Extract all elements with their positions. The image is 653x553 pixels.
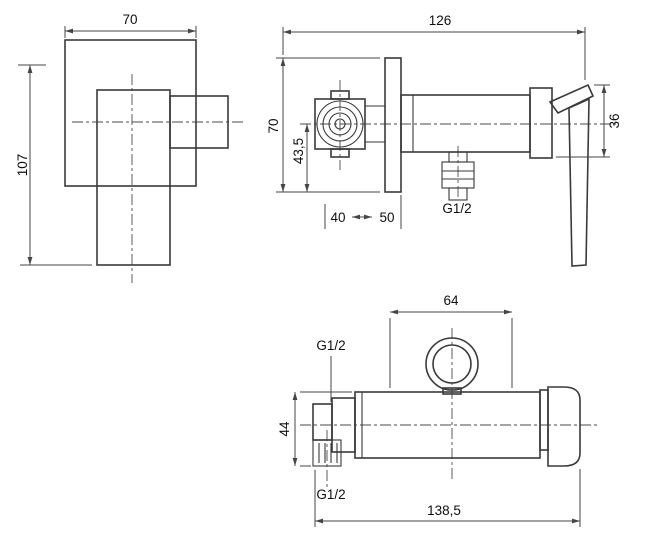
front-side-outlet (169, 95, 229, 149)
side-depth-max-label: 50 (379, 210, 394, 225)
front-mixer-body (96, 89, 171, 266)
side-outlet-thread-label: G1/2 (442, 201, 471, 216)
side-depth-min-label: 40 (330, 210, 345, 225)
side-handle-cap (529, 87, 553, 159)
top-view: 64 G1/2 44 G1/2 138,5 (277, 293, 600, 527)
side-valve-cartridge-circles (316, 100, 385, 148)
top-holder-span-dimension (389, 309, 513, 388)
side-outlet-fitting (441, 151, 475, 201)
side-wall-plate (384, 57, 402, 193)
front-height-dimension (18, 64, 92, 266)
side-view: 126 70 43,5 36 40 50 G1/2 (266, 13, 622, 267)
top-rear-inlet-thread-label: G1/2 (316, 338, 345, 353)
side-handle-height-dimension (556, 84, 610, 158)
side-valve-bracket (314, 90, 366, 158)
side-plate-height-dimension (276, 57, 380, 193)
side-center-height-label: 43,5 (291, 138, 306, 164)
top-inlet-height-dimension (292, 391, 352, 467)
front-height-label: 107 (15, 154, 30, 177)
side-plate-height-label: 70 (266, 118, 281, 133)
front-centerlines (72, 74, 243, 283)
top-holder-span-label: 64 (443, 293, 459, 308)
top-inlet-height-label: 44 (277, 421, 292, 437)
front-wall-plate (64, 39, 197, 187)
top-inlet-fitting (312, 439, 342, 467)
front-view: 70 107 (15, 12, 243, 283)
side-depth-dimension (282, 27, 586, 80)
side-depth-label: 126 (429, 13, 452, 28)
front-width-dimension (64, 26, 197, 38)
top-handle-cap (539, 389, 549, 451)
front-width-label: 70 (122, 12, 137, 27)
top-bottom-inlet-thread-label: G1/2 (316, 487, 345, 502)
side-mixer-body (400, 94, 531, 153)
side-adjust-range-dimension (324, 195, 402, 229)
side-handle-lever (548, 83, 595, 267)
top-holder-ring (425, 337, 479, 395)
top-total-length-label: 138,5 (427, 503, 461, 518)
top-total-length-dimension (314, 469, 581, 527)
side-handle-height-label: 36 (607, 113, 622, 128)
side-centerlines (300, 80, 616, 199)
top-handle (547, 386, 581, 467)
